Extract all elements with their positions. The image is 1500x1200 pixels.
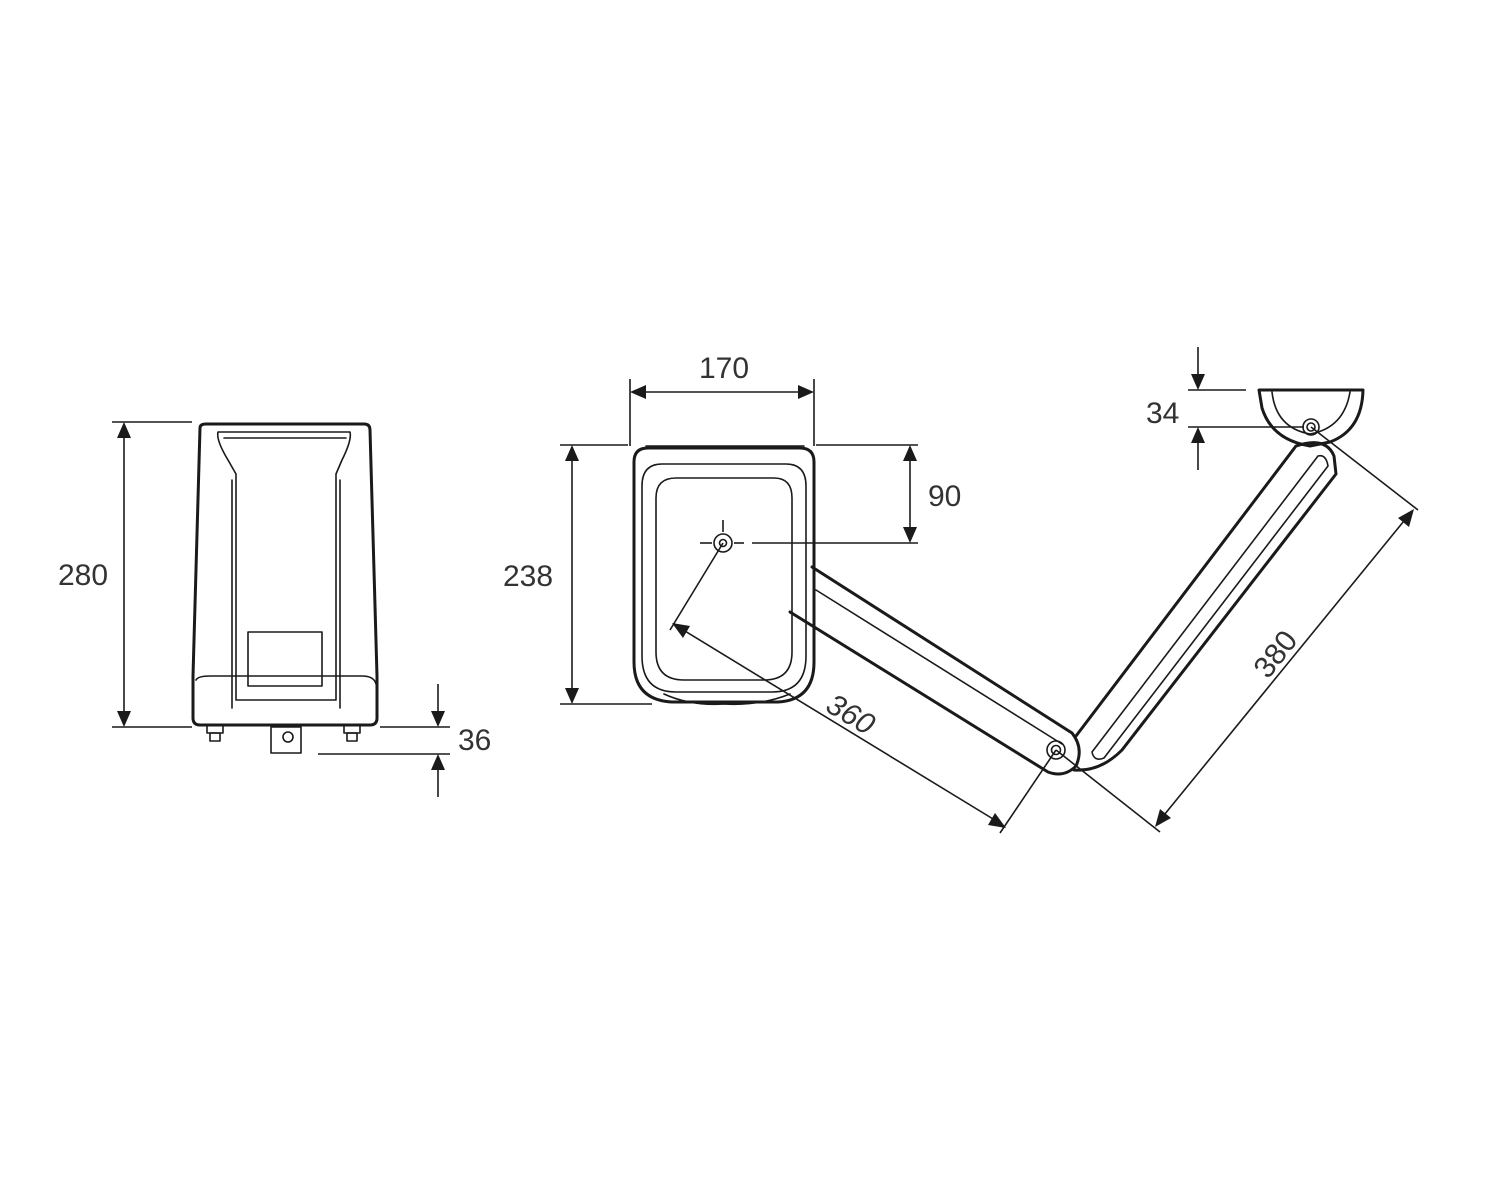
housing-outline (191, 422, 379, 727)
dimension-170: 170 (629, 352, 815, 446)
wall-bracket-inner (1271, 391, 1351, 435)
side-view: 280 36 (58, 421, 491, 797)
dimension-238: 238 (503, 444, 652, 705)
elbow-pivot-inner (1050, 744, 1062, 756)
elbow-pivot (1046, 740, 1066, 760)
dimension-360: 360 (669, 542, 1057, 834)
motor-pivot (713, 533, 733, 553)
motor-pivot-inner (718, 538, 728, 548)
arm-2-inner (1091, 454, 1329, 760)
dimension-90: 90 (752, 444, 961, 544)
dimension-label-170: 170 (699, 352, 749, 385)
motor-housing-inset (641, 463, 807, 693)
dimension-label-90: 90 (928, 480, 961, 513)
dimension-label-280: 280 (58, 559, 108, 592)
dimension-36: 36 (318, 684, 491, 797)
dimension-380: 380 (1055, 426, 1419, 833)
dimension-label-36: 36 (458, 724, 491, 757)
dimension-label-34: 34 (1146, 397, 1179, 430)
front-channel (216, 431, 352, 701)
arm-1 (788, 565, 1081, 776)
dimension-280: 280 (58, 421, 192, 728)
motor-housing-panel (655, 477, 793, 681)
motor-bottom-lip (663, 693, 791, 706)
bracket-pivot-inner (1306, 422, 1316, 432)
front-channel-inner (223, 437, 347, 709)
dimension-label-380: 380 (1248, 625, 1305, 685)
arm-1-inner (815, 589, 1063, 745)
feet (206, 724, 361, 754)
top-view: 170 238 90 360 (503, 347, 1419, 834)
base-band (195, 675, 377, 685)
label-plate (247, 631, 323, 687)
motor-housing (632, 446, 816, 704)
wall-bracket (1257, 388, 1365, 448)
arm-2 (1072, 441, 1338, 772)
dimension-34: 34 (1146, 347, 1304, 470)
dimension-label-360: 360 (820, 688, 880, 742)
dimension-label-238: 238 (503, 560, 553, 593)
